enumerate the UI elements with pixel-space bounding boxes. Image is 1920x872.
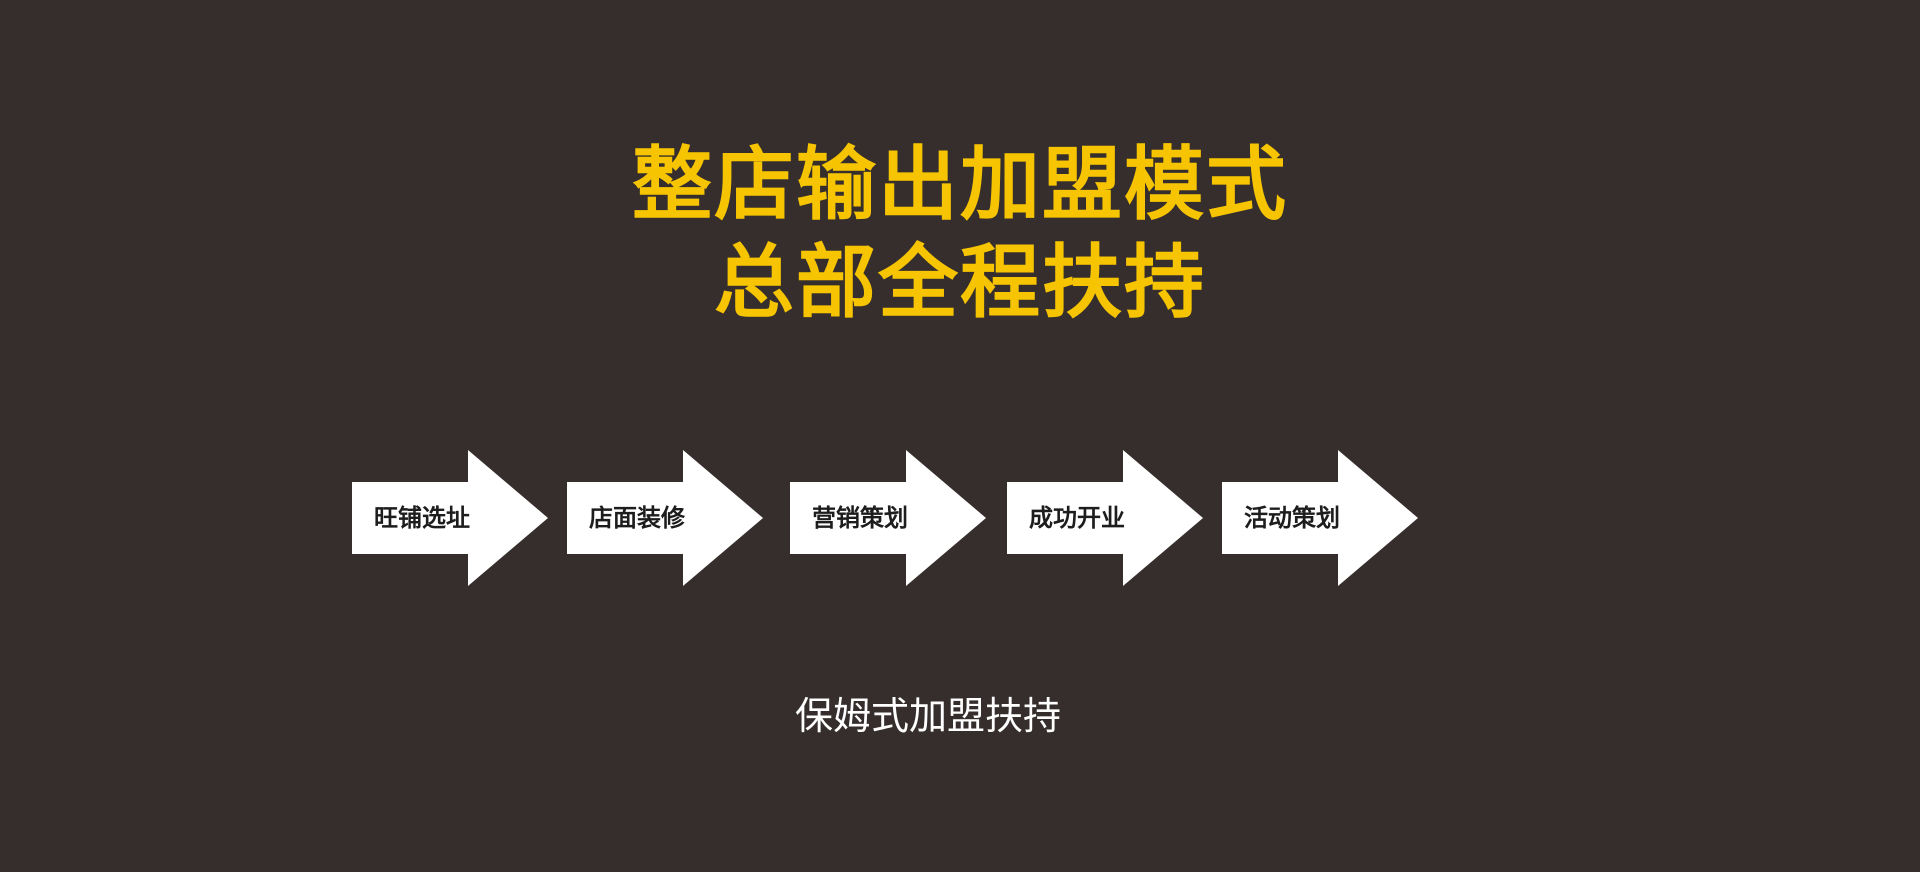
headline-line-2: 总部全程扶持 — [714, 236, 1206, 329]
right-arrow-icon — [567, 450, 763, 586]
process-steps: 旺铺选址 店面装修 营销策划 成功开业 活动策划 — [0, 450, 1920, 586]
step-label: 成功开业 — [1029, 504, 1125, 532]
right-arrow-icon — [790, 450, 986, 586]
right-arrow-icon — [1007, 450, 1203, 586]
tagline: 保姆式加盟扶持 — [794, 694, 1061, 738]
step-label: 旺铺选址 — [374, 504, 470, 532]
step-event-planning: 活动策划 — [1222, 450, 1418, 586]
right-arrow-icon — [352, 450, 548, 586]
step-grand-opening: 成功开业 — [1007, 450, 1203, 586]
step-site-selection: 旺铺选址 — [352, 450, 548, 586]
step-marketing-planning: 营销策划 — [790, 450, 986, 586]
headline-line-1: 整店输出加盟模式 — [632, 138, 1288, 231]
right-arrow-icon — [1222, 450, 1418, 586]
step-label: 店面装修 — [589, 504, 685, 532]
step-label: 营销策划 — [812, 504, 908, 532]
headline: 整店输出加盟模式 总部全程扶持 — [0, 136, 1920, 332]
step-label: 活动策划 — [1244, 504, 1340, 532]
step-store-decoration: 店面装修 — [567, 450, 763, 586]
